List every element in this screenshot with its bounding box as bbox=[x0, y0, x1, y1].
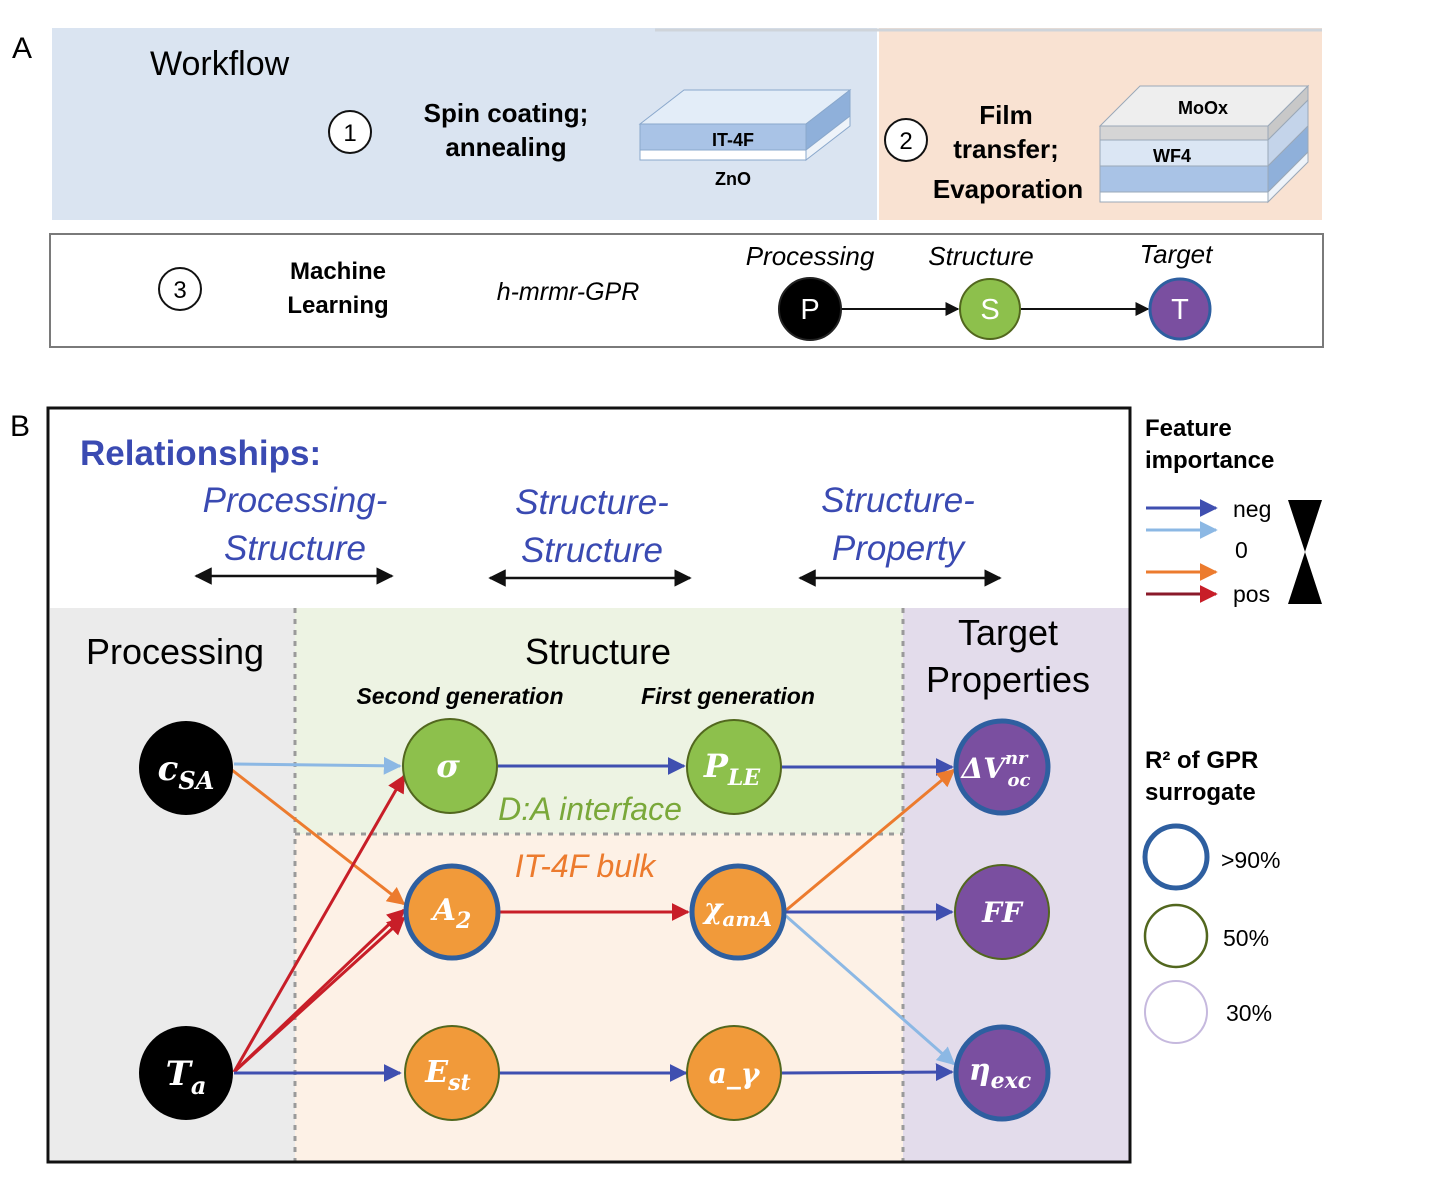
node-agam-label: a_γ bbox=[709, 1057, 761, 1090]
node-est bbox=[404, 1025, 500, 1121]
interface-region bbox=[295, 608, 903, 834]
relation-ps-line2: Structure bbox=[224, 529, 366, 568]
relation-sp-line2: Property bbox=[832, 529, 967, 568]
second-generation-label: Second generation bbox=[356, 683, 563, 709]
pst-node-processing-letter: P bbox=[800, 294, 819, 326]
node-ta bbox=[139, 1026, 233, 1120]
legend-neg-label: neg bbox=[1233, 496, 1271, 522]
step3-number-circle bbox=[158, 267, 202, 311]
structure-column-title: Structure bbox=[525, 631, 671, 672]
node-eta bbox=[953, 1024, 1051, 1122]
step2-film-stack bbox=[1098, 84, 1310, 204]
node-sigma bbox=[402, 718, 498, 814]
step3-line1: Machine bbox=[290, 258, 386, 285]
target-column-title-line2: Properties bbox=[926, 659, 1090, 700]
node-eta-label: ηexc bbox=[969, 1053, 1032, 1094]
legend-r2-line1: R² of GPR bbox=[1145, 747, 1258, 774]
step2-line2: transfer; bbox=[953, 134, 1058, 164]
legend-r2-low-circle bbox=[1144, 980, 1208, 1044]
node-agam bbox=[686, 1025, 782, 1121]
pst-processing-title: Processing bbox=[746, 241, 875, 271]
pst-node-structure bbox=[959, 278, 1021, 340]
node-dv bbox=[953, 718, 1051, 816]
node-ple bbox=[686, 719, 782, 815]
processing-nodes bbox=[139, 721, 233, 1120]
legend-hourglass bbox=[1288, 500, 1322, 604]
step2-stack-mid-label: WF4 bbox=[1153, 146, 1191, 166]
legend-r2-low-label: 30% bbox=[1226, 1000, 1272, 1026]
legend-fi-line2: importance bbox=[1145, 447, 1274, 474]
edge-csa-sigma bbox=[233, 756, 402, 775]
interface-region-label: D:A interface bbox=[498, 791, 682, 827]
step2-line3: Evaporation bbox=[933, 174, 1083, 204]
node-csa-label: cSA bbox=[158, 749, 215, 795]
step2-number: 2 bbox=[899, 128, 912, 155]
node-ff-label: FF bbox=[981, 896, 1024, 929]
legend-r2-high-circle bbox=[1142, 823, 1210, 891]
node-ff bbox=[954, 864, 1050, 960]
relation-ps-line1: Processing- bbox=[203, 481, 388, 520]
first-generation-label: First generation bbox=[641, 683, 815, 709]
node-chi bbox=[689, 863, 787, 961]
edge-csa-a2 bbox=[231, 768, 406, 906]
target-nodes bbox=[953, 718, 1051, 1122]
step1-line1: Spin coating; bbox=[424, 98, 589, 128]
step3-line2: Learning bbox=[287, 292, 388, 319]
node-a2-label: A2 bbox=[430, 893, 472, 934]
node-chi-label: χamA bbox=[702, 892, 772, 931]
step1-stack-bottom-label: ZnO bbox=[715, 169, 751, 189]
node-sigma-label: σ bbox=[436, 747, 460, 785]
pst-node-structure-letter: S bbox=[980, 294, 999, 326]
pst-node-target-letter: T bbox=[1171, 294, 1189, 326]
pst-structure-title: Structure bbox=[928, 241, 1034, 271]
step2-line1: Film bbox=[979, 100, 1032, 130]
target-column-title-line1: Target bbox=[958, 612, 1058, 653]
feature-edges bbox=[231, 756, 956, 1082]
workflow-title: Workflow bbox=[150, 45, 290, 83]
panel-b-border bbox=[46, 406, 1132, 1164]
processing-column-title: Processing bbox=[86, 631, 264, 672]
relationships-title: Relationships: bbox=[80, 434, 321, 473]
node-csa bbox=[139, 721, 233, 815]
edge-chi-dv bbox=[783, 768, 956, 914]
step1-line2: annealing bbox=[445, 132, 566, 162]
legend-zero-label: 0 bbox=[1235, 537, 1248, 563]
step2-number-circle bbox=[884, 118, 928, 162]
relation-ss-line1: Structure- bbox=[515, 483, 669, 522]
legend-r2-mid-circle bbox=[1143, 903, 1209, 969]
edge-agam-eta bbox=[781, 1063, 954, 1082]
edge-ta-sigma bbox=[232, 774, 406, 1073]
node-est-label: Est bbox=[424, 1055, 470, 1096]
step1-number: 1 bbox=[343, 120, 356, 147]
step3-method: h-mrmr-GPR bbox=[497, 278, 640, 306]
step1-stack-top-label: IT-4F bbox=[712, 130, 754, 150]
step1-number-circle bbox=[328, 110, 372, 154]
node-ple-label: PLE bbox=[703, 747, 762, 791]
panel-b-letter: B bbox=[10, 410, 30, 443]
legend-r2-line2: surrogate bbox=[1145, 779, 1256, 806]
relation-ss-line2: Structure bbox=[521, 531, 663, 570]
step2-stack-top-label: MoOx bbox=[1178, 98, 1228, 118]
bulk-region-label: IT-4F bulk bbox=[515, 848, 658, 884]
edge-chi-eta bbox=[785, 914, 956, 1066]
legend-pos-label: pos bbox=[1233, 581, 1270, 607]
pst-node-target bbox=[1148, 277, 1212, 341]
pst-target-title: Target bbox=[1140, 239, 1215, 269]
edge-ta-a2-lower bbox=[232, 916, 406, 1074]
pst-node-processing bbox=[778, 277, 842, 341]
structure-nodes bbox=[402, 718, 787, 1121]
legend-fi-line1: Feature bbox=[1145, 415, 1232, 442]
step3-number: 3 bbox=[173, 277, 186, 304]
relation-sp-line1: Structure- bbox=[821, 481, 975, 520]
node-a2 bbox=[403, 863, 501, 961]
legend-r2-mid-label: 50% bbox=[1223, 925, 1269, 951]
step1-film-stack bbox=[638, 88, 852, 162]
step3-box bbox=[49, 233, 1324, 348]
node-ta-label: Ta bbox=[166, 1054, 207, 1100]
legend-r2-high-label: >90% bbox=[1221, 847, 1280, 873]
panel-a-letter: A bbox=[12, 32, 32, 65]
